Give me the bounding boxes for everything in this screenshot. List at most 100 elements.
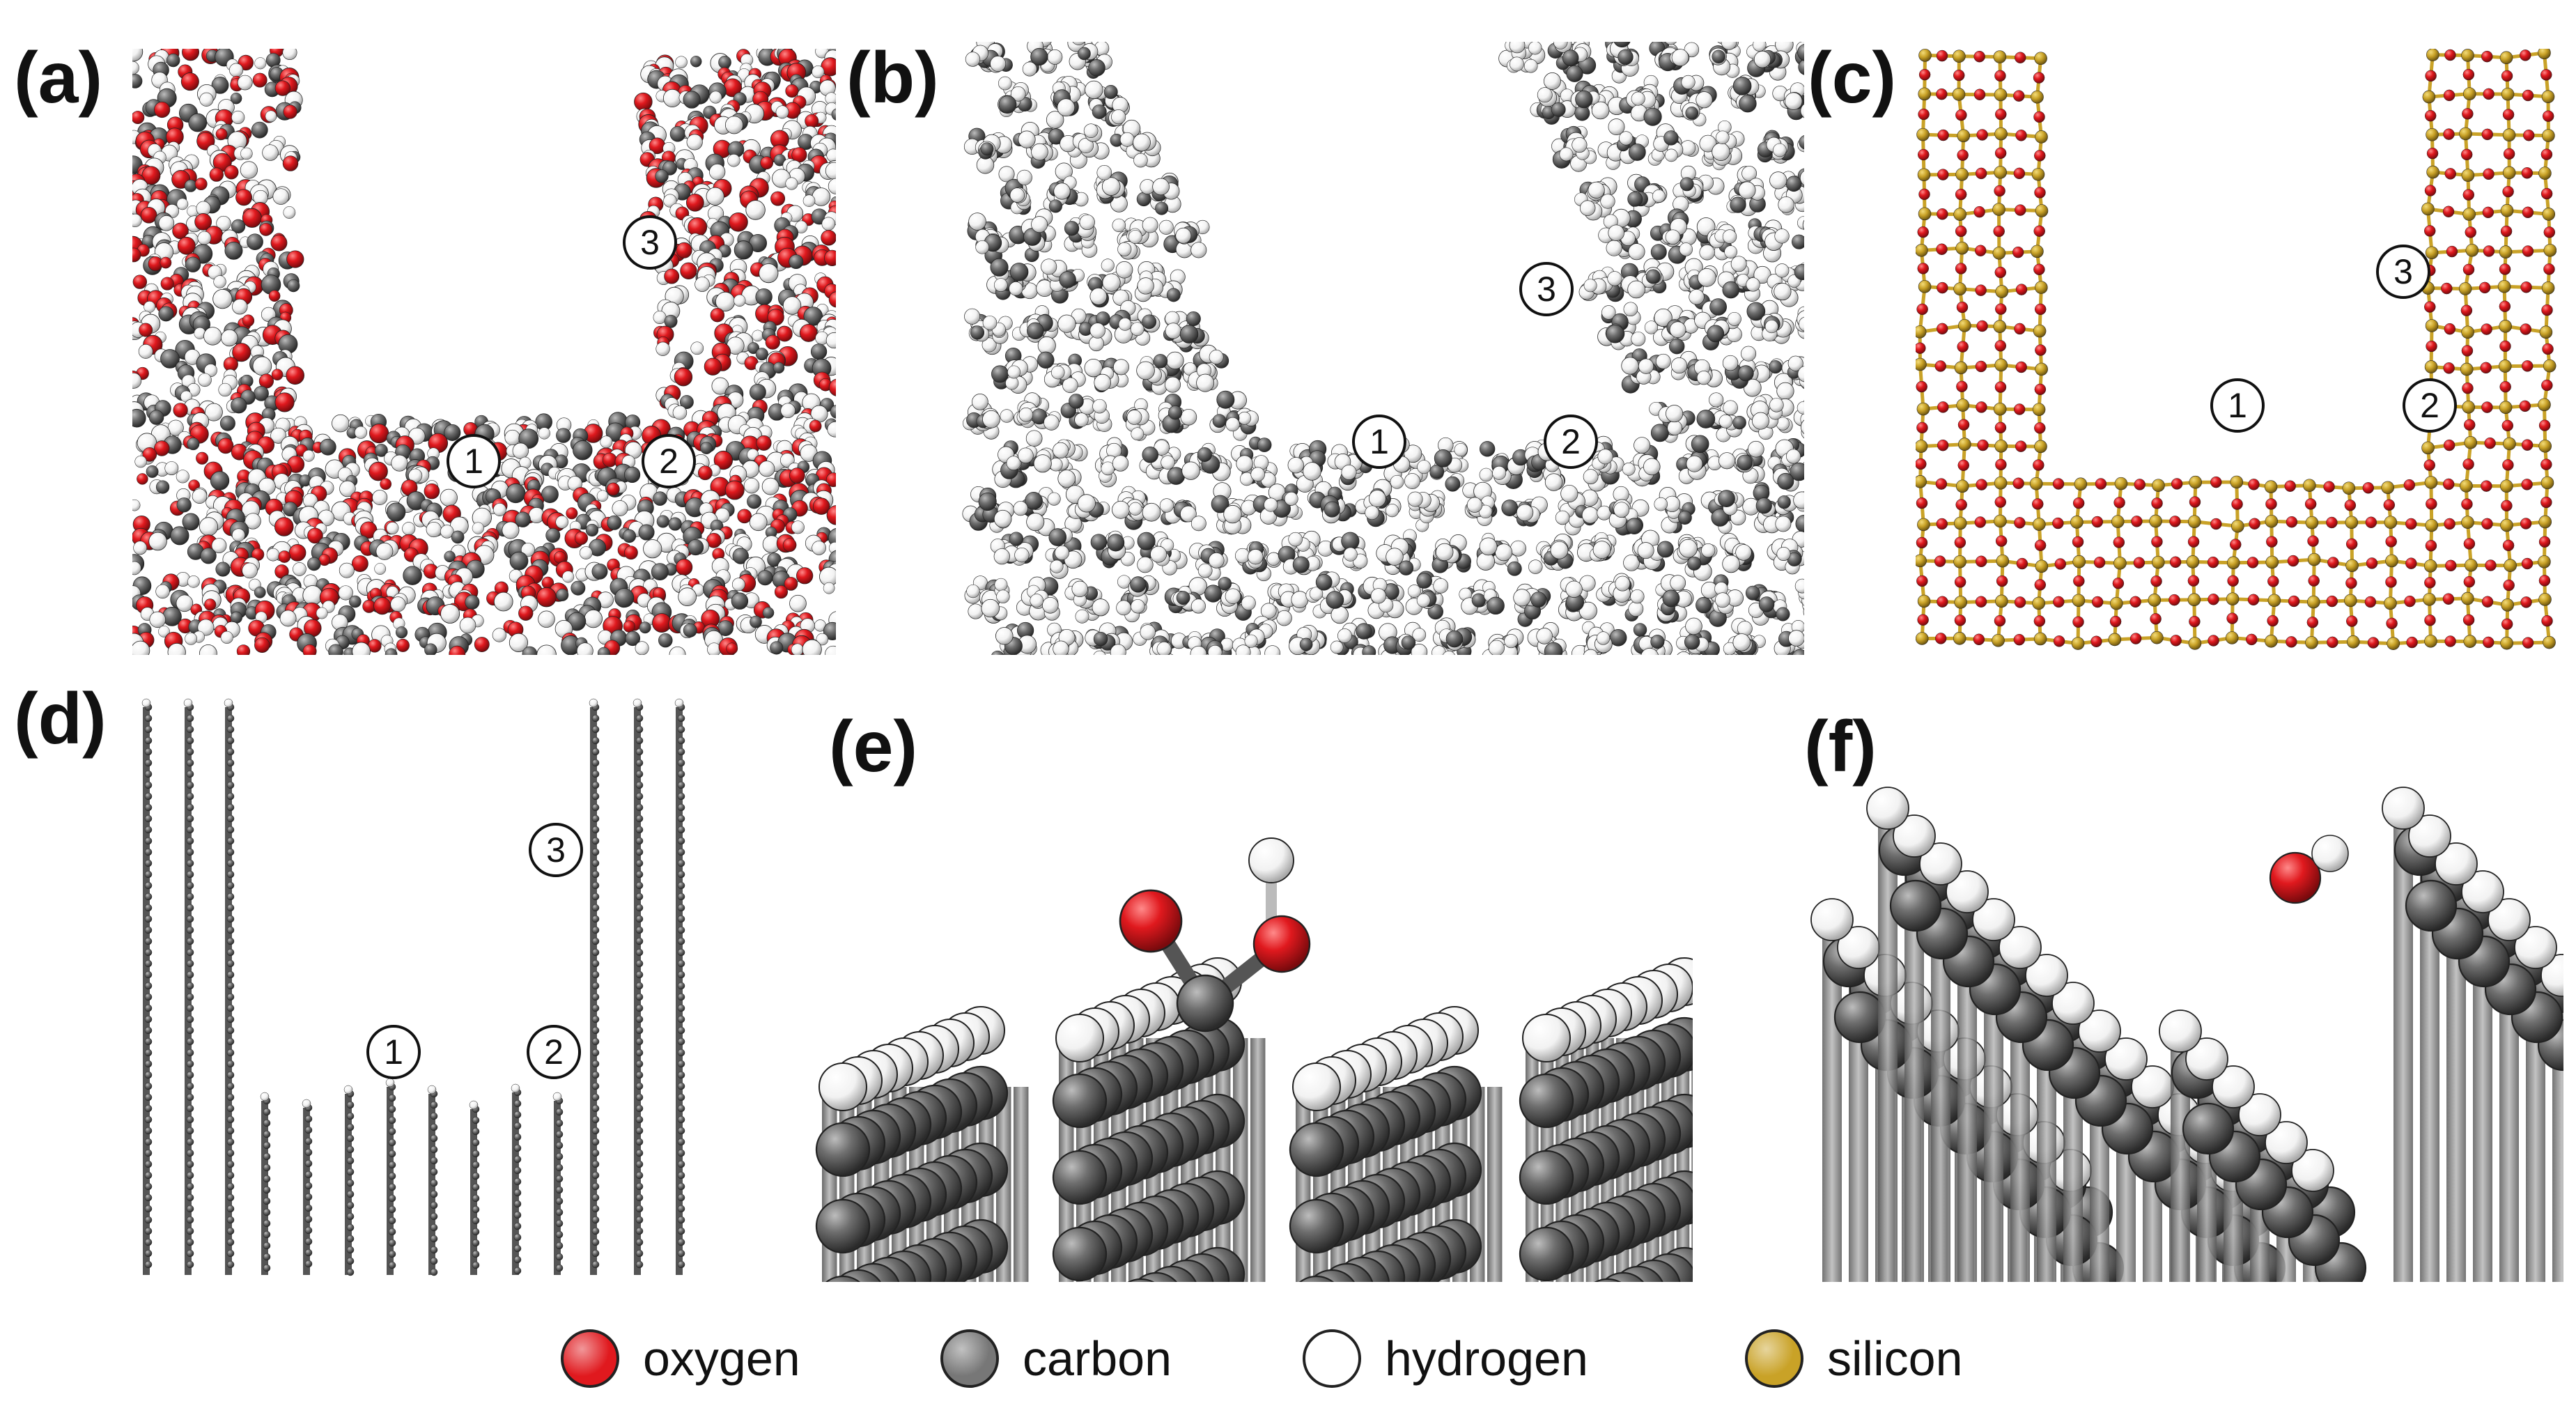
atom xyxy=(760,156,774,170)
oxygen-atom xyxy=(2522,129,2535,141)
silicon-atom xyxy=(2031,168,2045,181)
atom xyxy=(785,177,798,190)
atom xyxy=(196,451,209,465)
atom xyxy=(1356,623,1372,640)
atom xyxy=(148,532,167,551)
atom xyxy=(709,164,726,180)
atom xyxy=(176,497,192,513)
atom xyxy=(1078,47,1091,61)
atom xyxy=(1746,277,1760,292)
atom xyxy=(1790,462,1804,481)
oxygen-atom xyxy=(2519,400,2531,412)
atom xyxy=(192,488,208,504)
silicon-atom xyxy=(2035,362,2048,376)
atom xyxy=(139,323,153,337)
atom xyxy=(1412,628,1427,642)
atom xyxy=(1727,311,1741,326)
atom xyxy=(1445,630,1464,648)
atom xyxy=(215,562,231,577)
atom xyxy=(444,550,456,563)
atom xyxy=(1544,72,1561,90)
atom xyxy=(204,403,223,422)
atom xyxy=(562,571,575,583)
atom xyxy=(780,403,796,418)
atom xyxy=(1488,640,1505,655)
atom xyxy=(1501,500,1519,516)
atom xyxy=(1544,642,1563,655)
atom xyxy=(1785,176,1802,192)
atom xyxy=(1623,554,1640,571)
atom xyxy=(981,337,997,353)
atom xyxy=(221,329,238,347)
atom xyxy=(158,626,170,637)
atom xyxy=(991,365,1009,383)
atom xyxy=(440,488,458,507)
oxygen-atom xyxy=(2424,577,2436,589)
atom xyxy=(1721,42,1737,50)
atom xyxy=(596,490,609,502)
oxygen-atom xyxy=(1975,167,1987,180)
oxygen-atom xyxy=(2541,379,2553,392)
oxygen-atom xyxy=(2014,52,2026,63)
atom xyxy=(1009,263,1029,281)
oxygen-atom xyxy=(2463,538,2476,550)
atom xyxy=(1776,382,1794,400)
oxygen-atom xyxy=(2052,478,2065,490)
atom xyxy=(555,516,568,529)
oxygen-atom xyxy=(2014,323,2026,335)
oxygen-atom xyxy=(2170,635,2182,647)
atom xyxy=(625,631,641,647)
oxygen-atom xyxy=(1976,129,1988,141)
oxygen-atom xyxy=(2133,557,2146,569)
silicon-atom xyxy=(1918,49,1932,62)
oxygen-atom xyxy=(2461,345,2474,357)
oxygen-atom xyxy=(2481,50,2493,63)
oxygen-atom xyxy=(2483,245,2495,257)
atom xyxy=(1051,365,1065,380)
atom xyxy=(188,113,208,132)
silicon-atom xyxy=(2342,481,2356,495)
atom xyxy=(653,311,667,324)
oxygen-atom xyxy=(2425,540,2437,552)
atom xyxy=(1042,596,1059,614)
atom xyxy=(676,242,692,258)
atom xyxy=(465,594,480,610)
oxygen-atom xyxy=(2540,187,2553,200)
atom xyxy=(1699,134,1717,153)
atom xyxy=(1785,92,1803,110)
atom xyxy=(1722,281,1740,299)
silicon-atom xyxy=(2230,475,2244,489)
silicon-atom xyxy=(1958,438,1971,451)
silicon-atom xyxy=(2031,245,2044,258)
atom xyxy=(827,422,836,438)
oxygen-atom xyxy=(2013,167,2026,180)
oxygen-atom xyxy=(2327,636,2338,649)
atom xyxy=(1769,398,1784,412)
oxygen-atom xyxy=(1955,499,1967,511)
atom xyxy=(283,105,297,119)
atom xyxy=(1630,589,1645,604)
atom xyxy=(749,513,768,532)
atom xyxy=(623,620,635,633)
atom xyxy=(1601,305,1616,320)
oxygen-atom xyxy=(2308,575,2320,587)
atom xyxy=(964,308,981,325)
atom xyxy=(1117,242,1132,256)
oxygen-atom xyxy=(2521,479,2533,490)
atom xyxy=(1663,130,1679,146)
atom xyxy=(1689,289,1705,305)
oxygen-atom xyxy=(2287,555,2299,567)
atom xyxy=(1643,107,1662,126)
atom xyxy=(1776,607,1790,621)
oxygen-atom xyxy=(2541,615,2553,627)
atom xyxy=(307,557,321,571)
atom xyxy=(1152,178,1170,196)
atom xyxy=(283,206,296,219)
atom xyxy=(143,301,156,313)
atom xyxy=(1764,320,1778,334)
atom xyxy=(1166,288,1181,302)
atom xyxy=(154,101,171,118)
atom xyxy=(1650,635,1665,649)
marker-1: 1 xyxy=(1352,415,1406,469)
oxygen-atom xyxy=(2073,575,2085,587)
